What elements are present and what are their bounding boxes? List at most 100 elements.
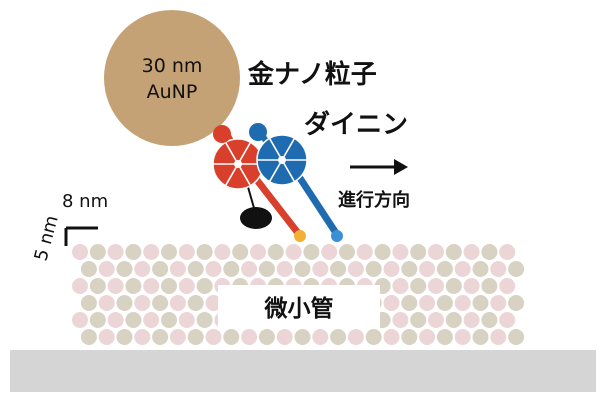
tubulin-subunit xyxy=(196,312,213,328)
tubulin-subunit xyxy=(392,312,409,328)
tubulin-subunit xyxy=(508,295,525,311)
tubulin-subunit xyxy=(383,295,400,311)
tubulin-subunit xyxy=(196,244,213,260)
tubulin-subunit xyxy=(205,261,222,277)
tubulin-subunit xyxy=(365,261,382,277)
tubulin-subunit xyxy=(445,278,462,294)
aunp-size-label: 30 nm xyxy=(142,55,203,77)
aunp-name-label: AuNP xyxy=(147,81,198,103)
tubulin-subunit xyxy=(436,261,453,277)
red-linker-knob xyxy=(213,125,231,143)
gold-nanoparticle-label: 金ナノ粒子 xyxy=(247,59,377,90)
tubulin-subunit xyxy=(107,312,124,328)
blue-motor-ring-spoke xyxy=(281,159,296,183)
tubulin-subunit xyxy=(214,244,231,260)
tubulin-subunit xyxy=(499,278,516,294)
tubulin-subunit xyxy=(98,295,115,311)
tubulin-subunit xyxy=(161,312,177,328)
tubulin-subunit xyxy=(312,261,329,277)
tubulin-subunit xyxy=(223,261,240,277)
blue-motor-ring-spoke xyxy=(281,137,296,161)
tubulin-subunit xyxy=(178,244,195,260)
direction-arrowhead xyxy=(394,159,408,175)
tubulin-subunit xyxy=(187,329,204,345)
tubulin-subunit xyxy=(481,312,498,328)
blue-motor-ring-spoke xyxy=(268,159,283,183)
tubulin-subunit xyxy=(205,329,222,345)
tubulin-subunit xyxy=(125,278,142,294)
tubulin-subunit xyxy=(80,295,97,311)
tubulin-subunit xyxy=(419,261,436,277)
tubulin-subunit xyxy=(107,244,124,260)
tubulin-subunit xyxy=(152,295,169,311)
tubulin-subunit xyxy=(374,244,391,260)
tubulin-subunit xyxy=(276,261,293,277)
tubulin-subunit xyxy=(356,244,373,260)
tubulin-subunit xyxy=(472,295,489,311)
red-stalk-tip xyxy=(294,230,306,242)
tubulin-subunit xyxy=(187,261,204,277)
red-motor-ring-spoke xyxy=(237,141,252,165)
red-motor-ring-hub xyxy=(234,160,242,168)
tubulin-subunit xyxy=(392,278,409,294)
tubulin-subunit xyxy=(330,261,347,277)
tubulin-subunit xyxy=(410,278,427,294)
tubulin-subunit xyxy=(463,244,480,260)
scale-bar xyxy=(64,226,98,246)
microtubule-label: 微小管 xyxy=(264,295,334,322)
tubulin-subunit xyxy=(152,329,169,345)
tubulin-subunit xyxy=(178,312,195,328)
blue-stalk-tip xyxy=(331,230,343,242)
tubulin-subunit xyxy=(401,261,418,277)
tubulin-subunit xyxy=(419,329,436,345)
tubulin-subunit xyxy=(169,261,186,277)
tubulin-subunit xyxy=(481,278,498,294)
tubulin-subunit xyxy=(419,295,436,311)
tubulin-subunit xyxy=(143,312,160,328)
tubulin-subunit xyxy=(508,261,525,277)
tubulin-subunit xyxy=(410,244,427,260)
tubulin-subunit xyxy=(294,329,311,345)
tubulin-subunit xyxy=(365,329,382,345)
tubulin-subunit xyxy=(205,295,222,311)
tubulin-subunit xyxy=(445,244,462,260)
tubulin-subunit xyxy=(303,244,320,260)
microtubule-label-box xyxy=(218,285,380,329)
tubulin-subunit xyxy=(347,329,364,345)
tubulin-subunit xyxy=(463,278,480,294)
tubulin-subunit xyxy=(152,261,169,277)
tubulin-subunit xyxy=(454,295,471,311)
tubulin-subunit xyxy=(80,261,97,277)
tubulin-subunit xyxy=(294,261,311,277)
tubulin-subunit xyxy=(436,295,453,311)
tubulin-subunit xyxy=(454,261,471,277)
tubulin-subunit xyxy=(232,244,249,260)
tubulin-subunit xyxy=(107,278,124,294)
tubulin-subunit xyxy=(383,329,400,345)
tubulin-subunit xyxy=(463,312,480,328)
tubulin-subunit xyxy=(134,261,151,277)
tubulin-subunit xyxy=(454,329,471,345)
tubulin-subunit xyxy=(410,312,427,328)
tubulin-subunit xyxy=(80,329,97,345)
direction-label: 進行方向 xyxy=(338,189,410,211)
tubulin-subunit xyxy=(267,244,284,260)
tubulin-subunit xyxy=(392,244,409,260)
tubulin-subunit xyxy=(98,329,115,345)
tubulin-subunit xyxy=(445,312,462,328)
blue-motor-ring-hub xyxy=(278,156,286,164)
tubulin-subunit xyxy=(490,295,507,311)
tubulin-subunit xyxy=(241,261,258,277)
tubulin-subunit xyxy=(339,244,355,260)
tubulin-subunit xyxy=(72,278,88,294)
tubulin-subunit xyxy=(169,295,186,311)
tubulin-subunit xyxy=(178,278,195,294)
tubulin-subunit xyxy=(89,244,106,260)
tubulin-subunit xyxy=(125,312,142,328)
red-motor-ring-spoke xyxy=(224,141,239,165)
tubulin-subunit xyxy=(472,329,489,345)
tubulin-subunit xyxy=(89,278,106,294)
tubulin-subunit xyxy=(330,329,347,345)
tubulin-subunit xyxy=(312,329,329,345)
dynein-motor xyxy=(212,123,343,242)
